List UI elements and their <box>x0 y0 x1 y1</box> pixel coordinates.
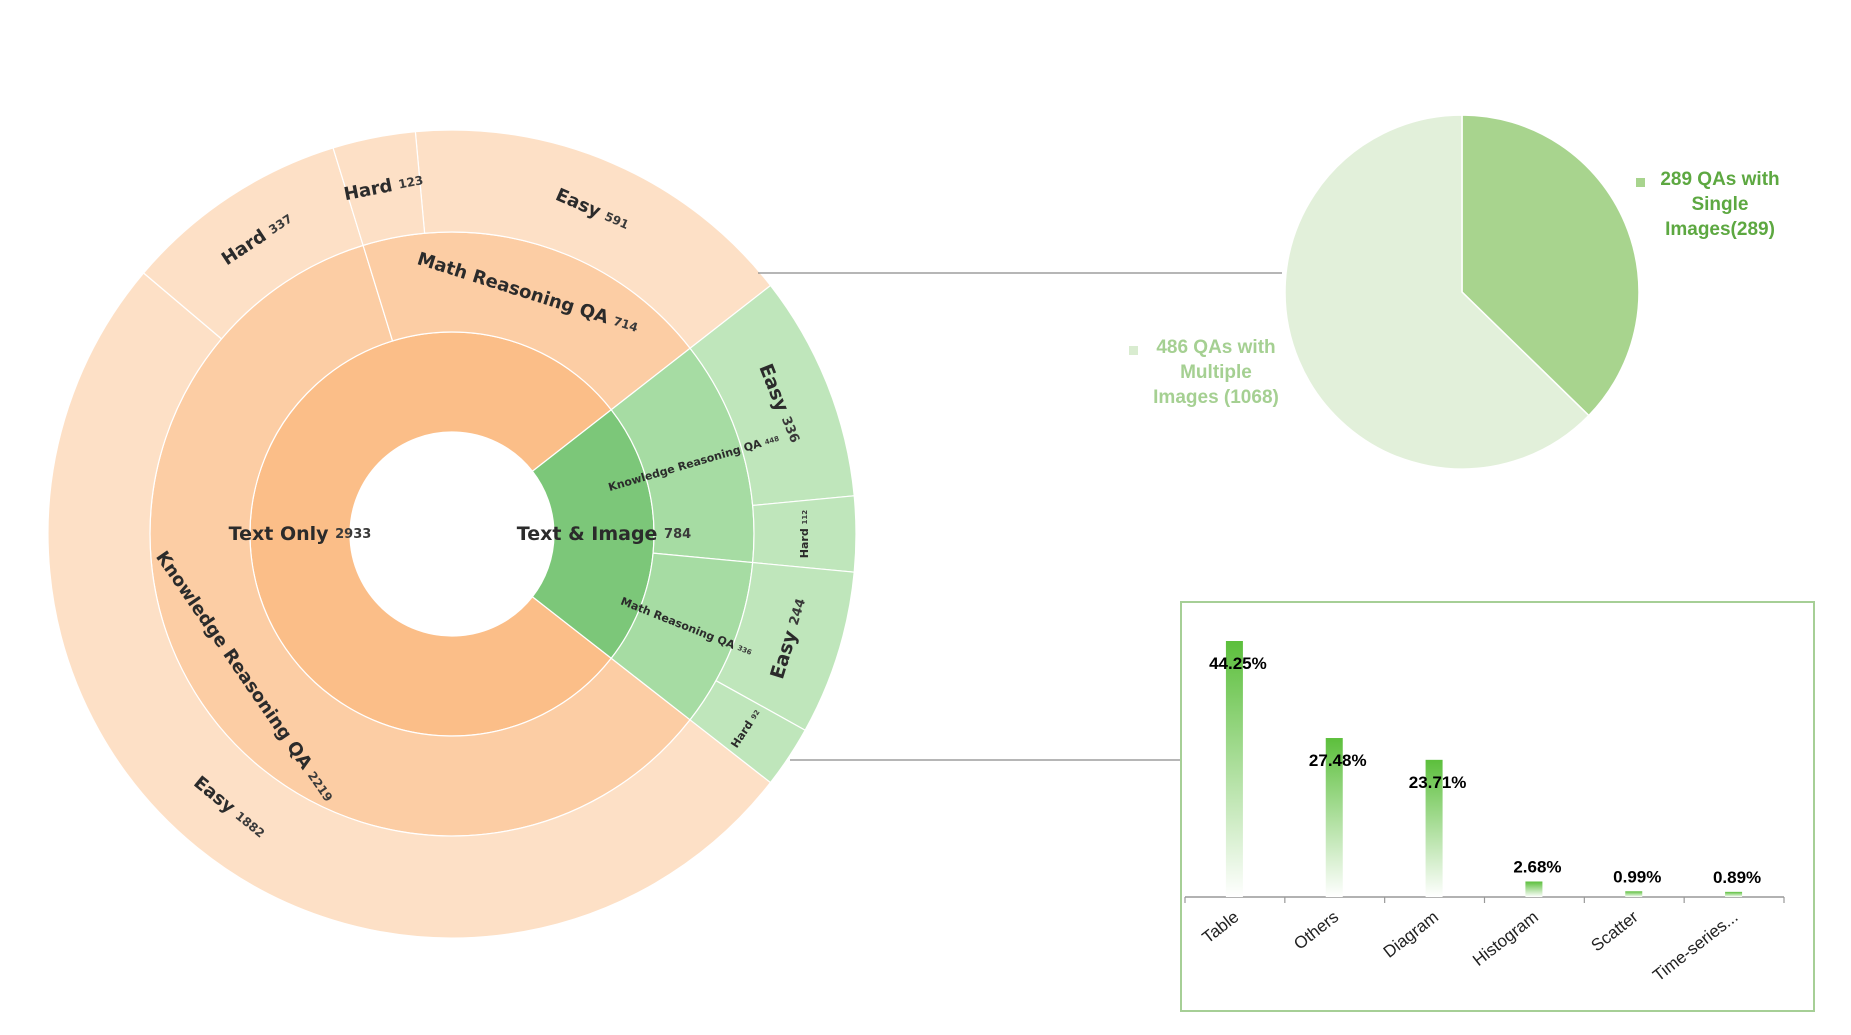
bar-value-label-2: 23.71% <box>1409 773 1467 792</box>
sunburst-segment-text_only-r2-0 <box>47 272 772 939</box>
sunburst-label-r0-1: Text & Image 784 <box>517 523 691 545</box>
bar-value-label-4: 0.99% <box>1613 867 1661 886</box>
bar-5 <box>1725 891 1743 897</box>
sunburst-segment-text_only-r2-3 <box>332 131 426 247</box>
pie-legend-marker-1 <box>1129 346 1138 355</box>
bar-0 <box>1225 641 1243 897</box>
pie-slice-1 <box>1284 114 1590 470</box>
sunburst-label-r0-0: Text Only 2933 <box>229 522 372 544</box>
bar-value-label-1: 27.48% <box>1309 751 1367 770</box>
bar-chart-frame <box>1180 601 1815 1012</box>
pie-slice-0 <box>1461 114 1640 417</box>
bar-4 <box>1625 891 1643 897</box>
bar-3 <box>1525 881 1543 897</box>
sunburst-label-r2-5: Hard 112 <box>798 510 811 559</box>
sunburst-segment-text_image-r2-7 <box>689 679 806 784</box>
bar-1 <box>1325 738 1343 897</box>
bar-2 <box>1425 759 1443 897</box>
pie-legend-marker-0 <box>1636 178 1645 187</box>
bar-value-label-5: 0.89% <box>1713 868 1761 887</box>
bar-value-label-0: 44.25% <box>1209 654 1267 673</box>
bar-value-label-3: 2.68% <box>1513 857 1561 876</box>
